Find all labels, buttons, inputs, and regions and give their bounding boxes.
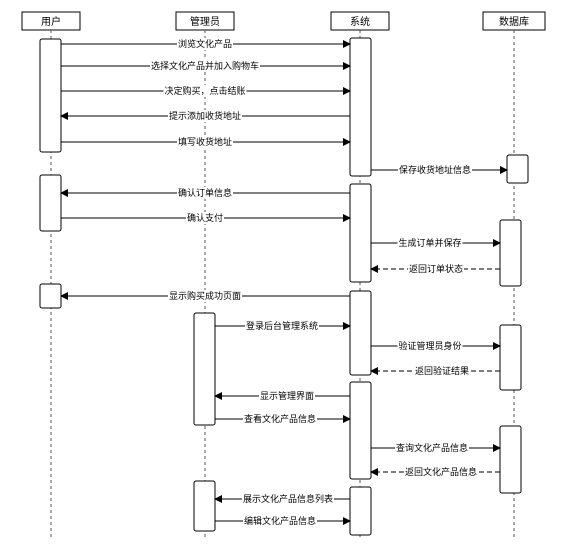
message-label: 确认订单信息 — [178, 187, 232, 199]
message-5: 保存收货地址信息 — [371, 164, 508, 176]
message-12: 验证管理员身份 — [371, 340, 501, 352]
message-label: 浏览文化产品 — [178, 38, 232, 50]
message-label: 决定购买，点击结账 — [164, 85, 245, 97]
message-label-bg — [397, 237, 463, 249]
message-label: 验证管理员身份 — [398, 340, 461, 352]
message-label: 显示管理界面 — [260, 390, 314, 402]
participant-user-label: 用户 — [41, 15, 61, 28]
message-label-bg — [403, 466, 479, 478]
activation-user-1 — [39, 38, 62, 153]
activation-system-2 — [349, 183, 372, 283]
message-label: 填写收货地址 — [178, 136, 232, 148]
message-10: 显示购买成功页面 — [60, 290, 350, 302]
message-label-bg — [167, 110, 243, 122]
message-label-bg — [176, 136, 234, 148]
message-16: 查询文化产品信息 — [371, 442, 501, 454]
message-label-bg — [413, 365, 471, 377]
activation-db-1 — [506, 154, 529, 184]
message-label: 查询文化产品信息 — [396, 442, 468, 454]
activation-system-3 — [349, 290, 372, 376]
message-6: 确认订单信息 — [60, 187, 350, 199]
message-9: 返回订单状态 — [370, 263, 500, 275]
activation-user-2 — [39, 174, 62, 232]
message-label: 选择文化产品并加入购物车 — [151, 60, 259, 72]
message-4: 填写收货地址 — [61, 136, 351, 148]
participant-user: 用户 — [21, 11, 81, 31]
message-label-bg — [394, 442, 470, 454]
message-label-bg — [242, 413, 318, 425]
message-2: 决定购买，点击结账 — [61, 85, 351, 97]
message-label: 查看文化产品信息 — [244, 413, 316, 425]
message-label: 编辑文化产品信息 — [244, 515, 316, 527]
activation-system-4 — [349, 381, 372, 480]
message-label-bg — [163, 85, 247, 97]
message-label: 返回验证结果 — [415, 365, 469, 377]
message-label: 生成订单并保存 — [398, 237, 461, 249]
message-label-bg — [244, 320, 320, 332]
message-label: 返回订单状态 — [409, 263, 463, 275]
message-label-bg — [149, 60, 261, 72]
participant-db-label: 数据库 — [499, 15, 529, 28]
message-label-bg — [176, 38, 234, 50]
message-15: 查看文化产品信息 — [215, 413, 351, 425]
message-13: 返回验证结果 — [370, 365, 500, 377]
message-19: 编辑文化产品信息 — [215, 515, 351, 527]
message-8: 生成订单并保存 — [371, 237, 501, 249]
message-label: 显示购买成功页面 — [169, 290, 241, 302]
participant-system: 系统 — [330, 11, 390, 31]
message-label: 保存收货地址信息 — [399, 164, 471, 176]
message-label-bg — [242, 515, 318, 527]
message-3: 提示添加收货地址 — [60, 110, 350, 122]
message-label-bg — [258, 390, 316, 402]
message-label-bg — [167, 290, 243, 302]
message-label: 展示文化产品信息列表 — [243, 493, 333, 505]
message-1: 选择文化产品并加入购物车 — [61, 60, 351, 72]
message-18: 展示文化产品信息列表 — [214, 493, 350, 505]
message-label-bg — [397, 164, 473, 176]
message-label-bg — [241, 493, 335, 505]
participant-admin-label: 管理员 — [190, 15, 220, 28]
activation-system-1 — [349, 37, 372, 177]
message-11: 登录后台管理系统 — [215, 320, 351, 332]
message-label-bg — [185, 212, 225, 224]
message-14: 显示管理界面 — [214, 390, 350, 402]
activation-admin-1 — [193, 312, 216, 426]
message-17: 返回文化产品信息 — [370, 466, 500, 478]
message-label: 返回文化产品信息 — [405, 466, 477, 478]
participant-admin: 管理员 — [175, 11, 235, 31]
message-label: 确认支付 — [187, 212, 223, 224]
activation-db-4 — [499, 425, 522, 494]
activation-db-2 — [499, 219, 522, 287]
message-label-bg — [397, 340, 463, 352]
activation-db-3 — [499, 324, 522, 391]
message-0: 浏览文化产品 — [61, 38, 351, 50]
activation-user-3 — [39, 283, 62, 309]
message-7: 确认支付 — [61, 212, 351, 224]
message-label-bg — [407, 263, 465, 275]
activation-admin-2 — [193, 480, 216, 532]
message-label: 登录后台管理系统 — [246, 320, 318, 332]
message-label: 提示添加收货地址 — [169, 110, 241, 122]
participant-system-label: 系统 — [350, 15, 370, 28]
participant-db: 数据库 — [482, 11, 546, 31]
activation-system-5 — [349, 486, 372, 536]
message-label-bg — [176, 187, 234, 199]
